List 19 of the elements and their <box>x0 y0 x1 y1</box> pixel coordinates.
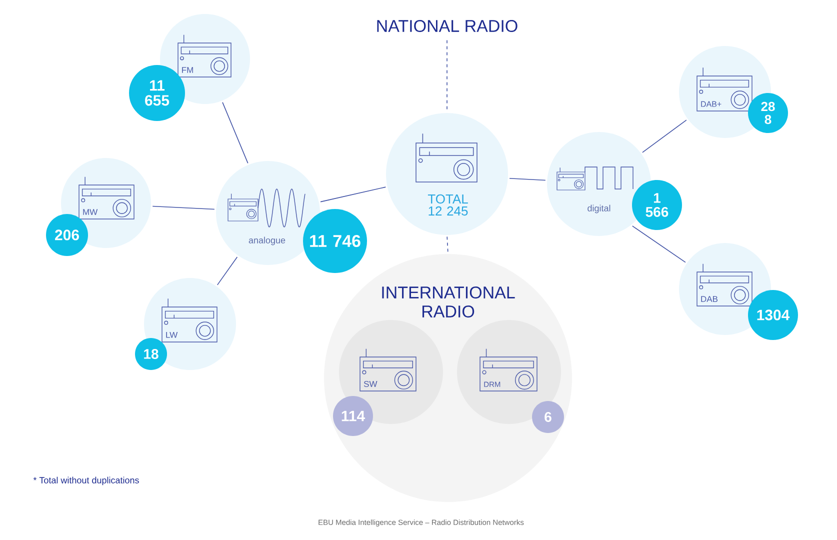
value-badge: 6 <box>532 401 564 433</box>
connector-line <box>632 226 686 263</box>
connector-line <box>509 178 546 181</box>
value-badge: 11 746 <box>303 209 367 273</box>
value-badge: 1304 <box>748 290 798 340</box>
dashed-line <box>446 236 448 253</box>
value-badge: 114 <box>333 396 373 436</box>
connector-line <box>642 120 687 153</box>
dashed-line <box>446 40 448 110</box>
section-heading: NATIONAL RADIO <box>377 20 518 32</box>
connector-line <box>320 186 386 202</box>
connector-line <box>222 102 248 164</box>
value-badge: 206 <box>46 214 88 256</box>
connector-line <box>152 206 215 210</box>
value-badge: 18 <box>135 338 167 370</box>
connector-line <box>216 256 238 286</box>
value-badge: 28 8 <box>748 93 788 133</box>
value-badge: 1 566 <box>632 180 682 230</box>
footnote: * Total without duplications <box>33 476 139 486</box>
